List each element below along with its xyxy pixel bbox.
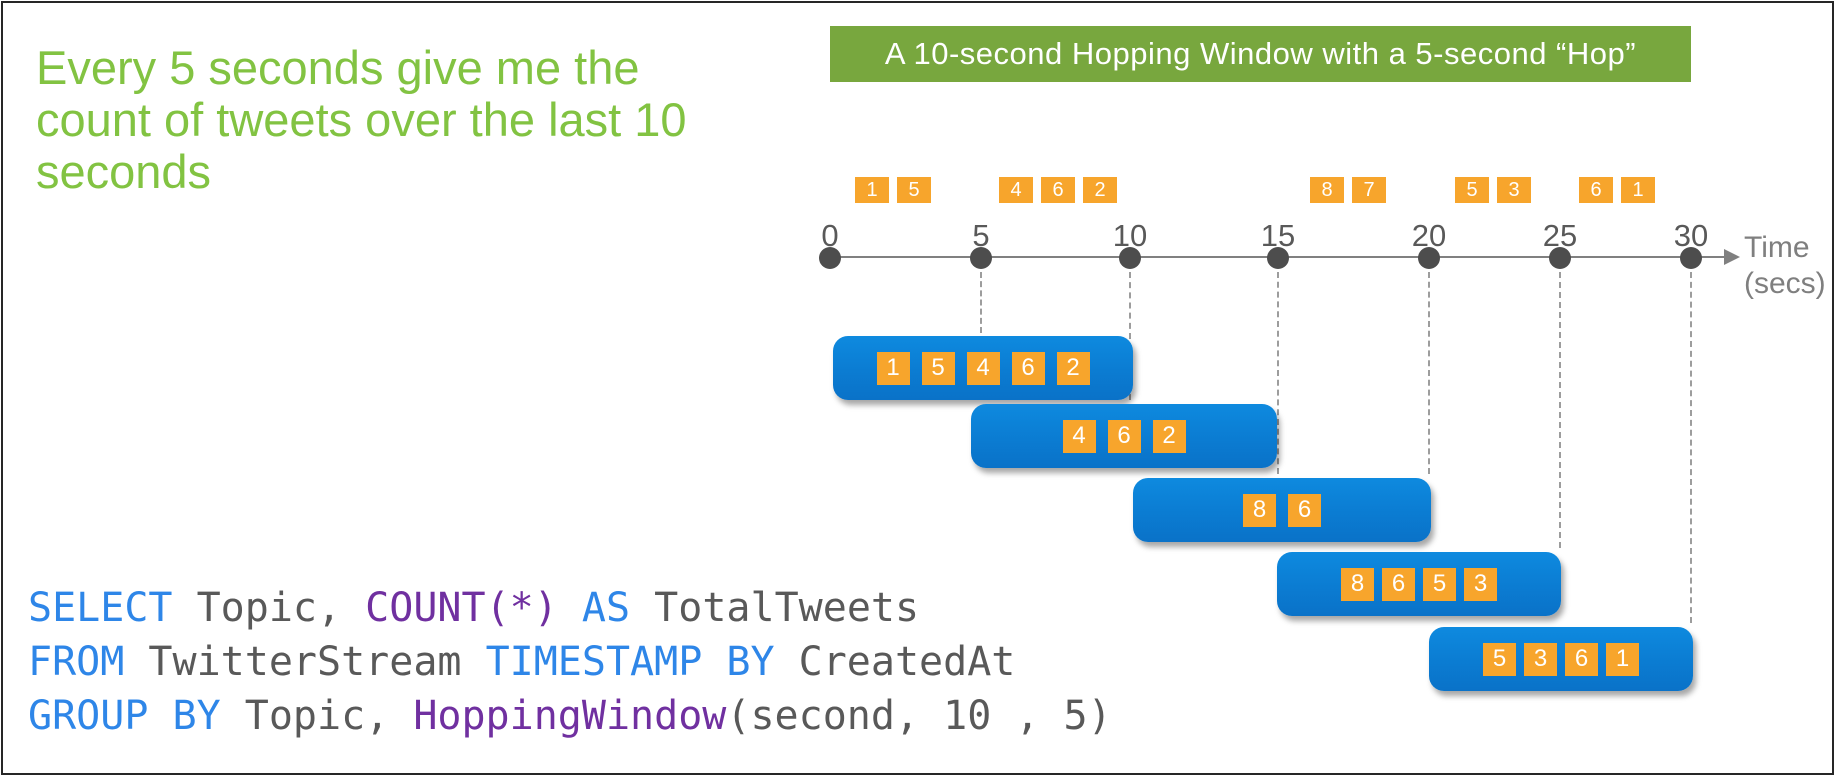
event-box: 6: [1041, 177, 1075, 203]
heading-line-1: Every 5 seconds give me the: [36, 41, 640, 94]
tick-label-30: 30: [1673, 218, 1709, 253]
window-event-box: 5: [921, 351, 955, 385]
window-event-box: 6: [1011, 351, 1045, 385]
tick-label-10: 10: [1112, 218, 1148, 253]
window-event-box: 8: [1341, 567, 1374, 601]
event-box: 2: [1083, 177, 1117, 203]
tick-dot-25: [1549, 247, 1571, 269]
heading-line-3: seconds: [36, 145, 212, 198]
code-segment-kw: GROUP BY: [28, 693, 221, 739]
tick-dashed-line-0: [980, 272, 982, 333]
event-box: 1: [855, 177, 889, 203]
event-box: 4: [999, 177, 1033, 203]
code-segment-id: CreatedAt: [774, 639, 1016, 685]
window-event-box: 2: [1056, 351, 1090, 385]
heading-text: Every 5 seconds give me the count of twe…: [36, 42, 736, 198]
tick-dashed-line-3: [1428, 272, 1430, 474]
tick-dashed-line-1: [1129, 272, 1131, 400]
code-segment-id: TotalTweets: [630, 585, 920, 631]
time-axis-label-line2: (secs): [1744, 267, 1826, 300]
window-event-box: 1: [1606, 642, 1639, 676]
window-event-box: 5: [1423, 567, 1456, 601]
tick-dot-30: [1680, 247, 1702, 269]
tick-dot-15: [1267, 247, 1289, 269]
code-segment-id: (second, 10 , 5): [726, 693, 1112, 739]
window-event-box: 3: [1464, 567, 1497, 601]
tick-label-15: 15: [1260, 218, 1296, 253]
event-box: 3: [1497, 177, 1531, 203]
event-box: 8: [1310, 177, 1344, 203]
window-event-box: 6: [1565, 642, 1598, 676]
event-box: 1: [1621, 177, 1655, 203]
tick-label-0: 0: [821, 218, 839, 253]
tick-dashed-line-2: [1277, 272, 1279, 474]
code-segment-id: Topic,: [220, 693, 414, 739]
code-segment-kw: TIMESTAMP BY: [485, 639, 775, 685]
tick-dot-0: [819, 247, 841, 269]
banner-title: A 10-second Hopping Window with a 5-seco…: [830, 26, 1691, 82]
window-event-box: 5: [1483, 642, 1516, 676]
tick-dashed-line-4: [1559, 272, 1561, 548]
tick-dot-5: [970, 247, 992, 269]
tick-dot-20: [1418, 247, 1440, 269]
event-box: 5: [897, 177, 931, 203]
time-axis-label: Time (secs): [1744, 230, 1826, 302]
code-segment-id: Topic,: [172, 585, 366, 631]
window-event-box: 4: [966, 351, 1000, 385]
code-segment-fn: COUNT(*): [365, 585, 558, 631]
event-box: 5: [1455, 177, 1489, 203]
tick-label-20: 20: [1411, 218, 1447, 253]
code-segment-kw: FROM: [28, 639, 125, 685]
tick-label-25: 25: [1542, 218, 1578, 253]
tick-dashed-line-5: [1690, 272, 1692, 623]
window-event-box: 6: [1288, 493, 1321, 527]
code-segment-id: [558, 585, 582, 631]
window-event-box: 3: [1524, 642, 1557, 676]
code-line-1: SELECT Topic, COUNT(*) AS TotalTweets: [28, 581, 1112, 635]
code-segment-fn: HoppingWindow: [413, 693, 727, 739]
axis-arrow-icon: [1724, 249, 1740, 265]
window-event-box: 6: [1382, 567, 1415, 601]
time-axis-label-line1: Time: [1744, 231, 1810, 264]
code-segment-id: TwitterStream: [124, 639, 486, 685]
window-event-box: 8: [1243, 493, 1276, 527]
tick-dot-10: [1119, 247, 1141, 269]
event-box: 6: [1579, 177, 1613, 203]
code-segment-kw: AS: [581, 585, 631, 631]
heading-line-2: count of tweets over the last 10: [36, 93, 687, 146]
window-event-box: 4: [1062, 419, 1096, 453]
event-box: 7: [1352, 177, 1386, 203]
window-event-box: 2: [1152, 419, 1186, 453]
code-line-3: GROUP BY Topic, HoppingWindow(second, 10…: [28, 689, 1112, 743]
code-line-2: FROM TwitterStream TIMESTAMP BY CreatedA…: [28, 635, 1112, 689]
window-event-box: 1: [876, 351, 910, 385]
code-segment-kw: SELECT: [28, 585, 173, 631]
window-event-box: 6: [1107, 419, 1141, 453]
tick-label-5: 5: [972, 218, 990, 253]
